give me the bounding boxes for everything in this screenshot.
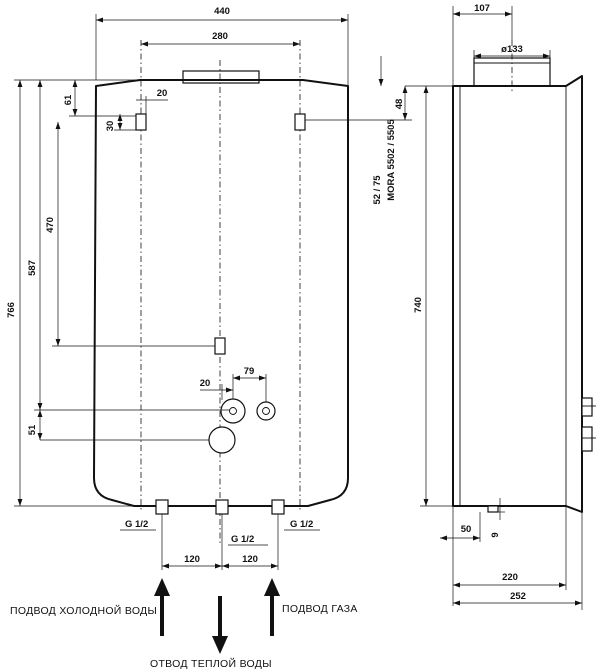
dim-220: 220 [502,572,518,583]
pipe-left [155,499,169,515]
hot-water-arrow [212,636,228,654]
dim-440: 440 [214,6,230,17]
model-name: MORA 5502 / 5505 [386,119,397,201]
dim-280: 280 [212,31,228,42]
mount-hole-lower [214,337,226,355]
gas-arrow [264,578,280,596]
connection-circle-b [256,401,276,421]
dim-120-left: 120 [184,554,200,565]
dim-50: 50 [461,524,472,535]
thread-left: G 1/2 [125,519,148,530]
dim-587: 587 [27,260,38,276]
flow-arrows: ПОДВОД ХОЛОДНОЙ ВОДЫ ПОДВОД ГАЗА ОТВОД Т… [10,578,358,670]
dim-61: 61 [63,94,74,105]
side-view [452,40,596,513]
side-bottom-stub [487,505,499,513]
dim-9: 9 [490,532,501,537]
front-view [93,40,349,570]
model-ratio: 52 / 75 [372,175,383,205]
dim-51: 51 [27,424,38,435]
pipe-right [271,499,285,515]
dim-252: 252 [510,591,526,602]
dim-20-gas: 20 [200,378,211,389]
side-housing [452,75,583,513]
dim-107: 107 [474,3,490,14]
label-hot-water: ОТВОД ТЕПЛОЙ ВОДЫ [150,657,272,670]
dim-766: 766 [6,302,17,318]
connection-circle-c [208,426,236,454]
thread-right: G 1/2 [290,519,313,530]
dim-740: 740 [413,297,424,313]
dim-120-right: 120 [242,554,258,565]
dim-30: 30 [105,121,116,132]
mount-hole-left [135,113,147,131]
thread-center: G 1/2 [231,534,254,545]
side-connector-1 [581,397,593,417]
dim-79: 79 [244,366,255,377]
side-connector-2 [581,426,593,452]
front-dimensions: 440 280 766 587 470 61 30 20 20 [6,6,349,569]
label-cold-water: ПОДВОД ХОЛОДНОЙ ВОДЫ [10,604,157,617]
pipe-center [215,499,229,515]
label-gas: ПОДВОД ГАЗА [282,603,358,615]
dim-flue-diameter: ø133 [501,44,523,55]
mount-hole-right [294,113,306,131]
dim-470: 470 [45,217,56,233]
cold-water-arrow [154,578,170,596]
connection-circle-a [220,398,246,424]
side-dimensions: 107 ø133 48 52 / 75 MORA 5502 / 5505 740… [305,3,583,610]
dim-48: 48 [394,99,405,110]
front-flue-collar [182,70,260,84]
front-housing [93,79,349,507]
dim-20-top: 20 [157,88,168,99]
